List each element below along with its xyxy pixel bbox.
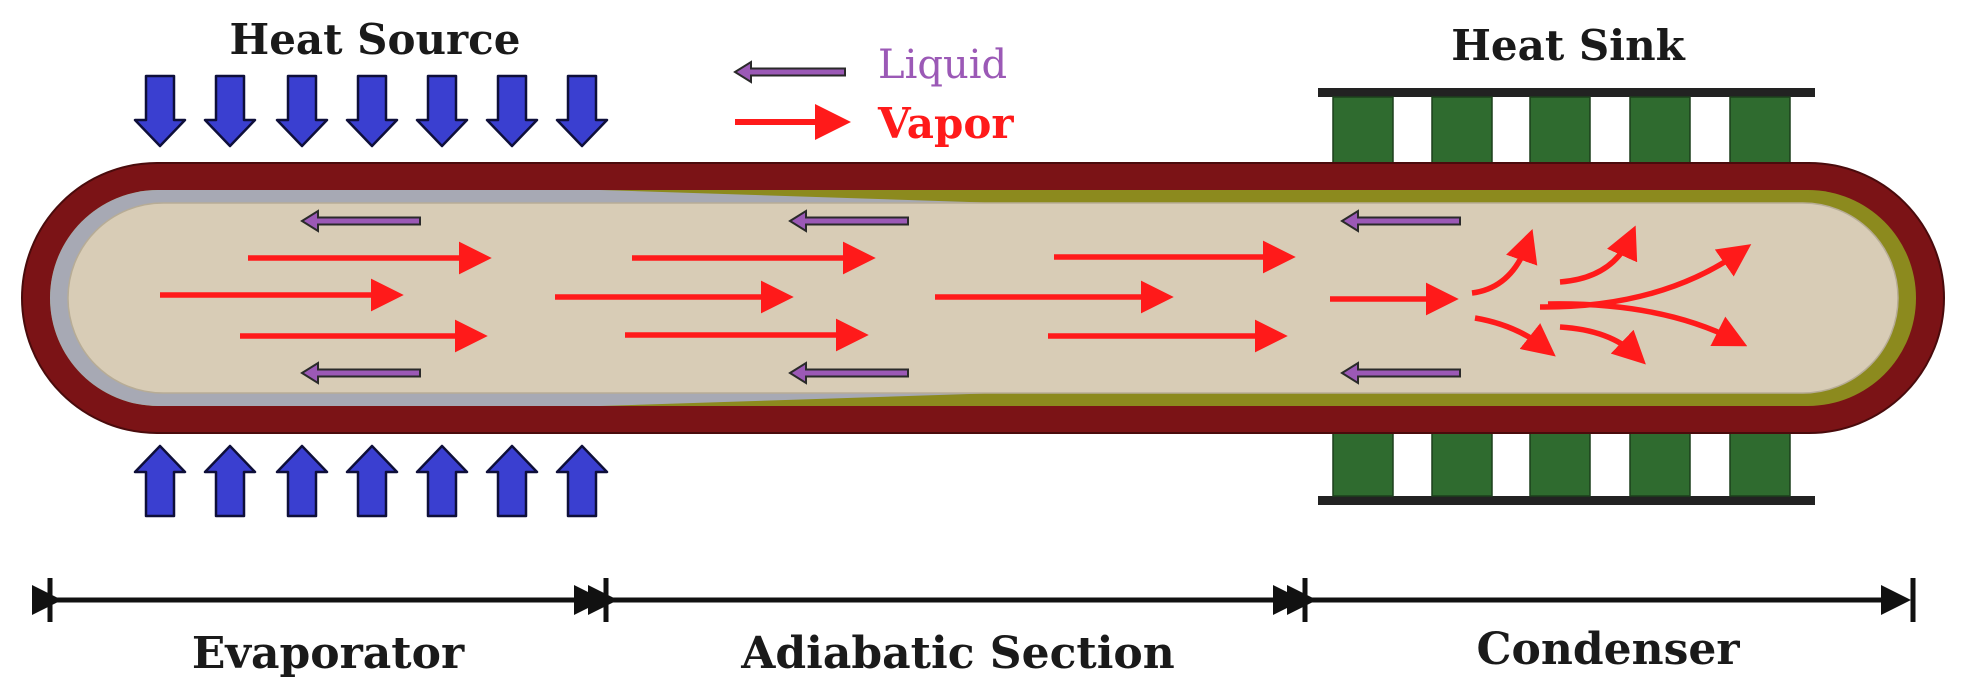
heat-arrow-down — [555, 74, 609, 148]
heat-input-arrows-top — [133, 74, 609, 148]
fin-bottom — [1629, 429, 1691, 497]
condensation-arrows — [1471, 225, 1752, 365]
fin-top — [1431, 96, 1493, 168]
heat-arrow-up — [133, 444, 187, 518]
fin-top — [1729, 96, 1791, 168]
condenser-label: Condenser — [1476, 624, 1740, 675]
heat-arrow-down — [415, 74, 469, 148]
fin-bottom — [1529, 429, 1591, 497]
vapor-flow-arrows — [160, 240, 1459, 353]
fin-bottom — [1431, 429, 1493, 497]
legend-liquid-label: Liquid — [878, 42, 1007, 88]
fin-bottom — [1729, 429, 1791, 497]
fin-bottom — [1332, 429, 1394, 497]
legend-liquid-icon — [733, 60, 846, 84]
fin-top — [1332, 96, 1394, 168]
liquid-arrow — [788, 361, 909, 385]
legend-liquid-arrow — [733, 60, 846, 84]
heat-arrow-down — [485, 74, 539, 148]
heat-arrow-up — [555, 444, 609, 518]
heat-arrow-up — [415, 444, 469, 518]
adiabatic-label: Adiabatic Section — [740, 628, 1175, 679]
heat-input-arrows-bottom — [133, 444, 609, 518]
curve-arrow-1 — [1471, 229, 1538, 296]
fins-top — [1332, 96, 1791, 168]
heat-arrow-up — [345, 444, 399, 518]
liquid-arrow — [1340, 209, 1461, 233]
curve-arrow-2 — [1559, 225, 1638, 285]
heat-arrow-up — [485, 444, 539, 518]
heat-sink-label: Heat Sink — [1451, 21, 1685, 70]
fin-bottom-bar — [1318, 496, 1815, 505]
heat-arrow-down — [203, 74, 257, 148]
heat-sink-fins — [1318, 88, 1815, 505]
section-dimensions — [32, 578, 1916, 622]
fin-top — [1629, 96, 1691, 168]
liquid-arrow — [300, 209, 421, 233]
fin-top — [1529, 96, 1591, 168]
heat-arrow-up — [203, 444, 257, 518]
heat-arrow-down — [133, 74, 187, 148]
legend: Liquid Vapor — [733, 42, 1014, 148]
curve-arrow-5 — [1474, 315, 1556, 357]
liquid-arrow — [1340, 361, 1461, 385]
fins-bottom — [1332, 429, 1791, 497]
curve-arrow-4 — [1547, 301, 1748, 347]
liquid-arrow — [300, 361, 421, 385]
evaporator-label: Evaporator — [192, 628, 465, 679]
heat-arrow-up — [275, 444, 329, 518]
liquid-arrow — [788, 209, 909, 233]
fin-top-bar — [1318, 88, 1815, 97]
legend-vapor-label: Vapor — [877, 99, 1014, 148]
liquid-flow-arrows — [300, 209, 1461, 385]
heat-arrow-down — [275, 74, 329, 148]
heat-source-label: Heat Source — [230, 15, 521, 64]
curve-arrow-6 — [1559, 324, 1646, 365]
heat-arrow-down — [345, 74, 399, 148]
